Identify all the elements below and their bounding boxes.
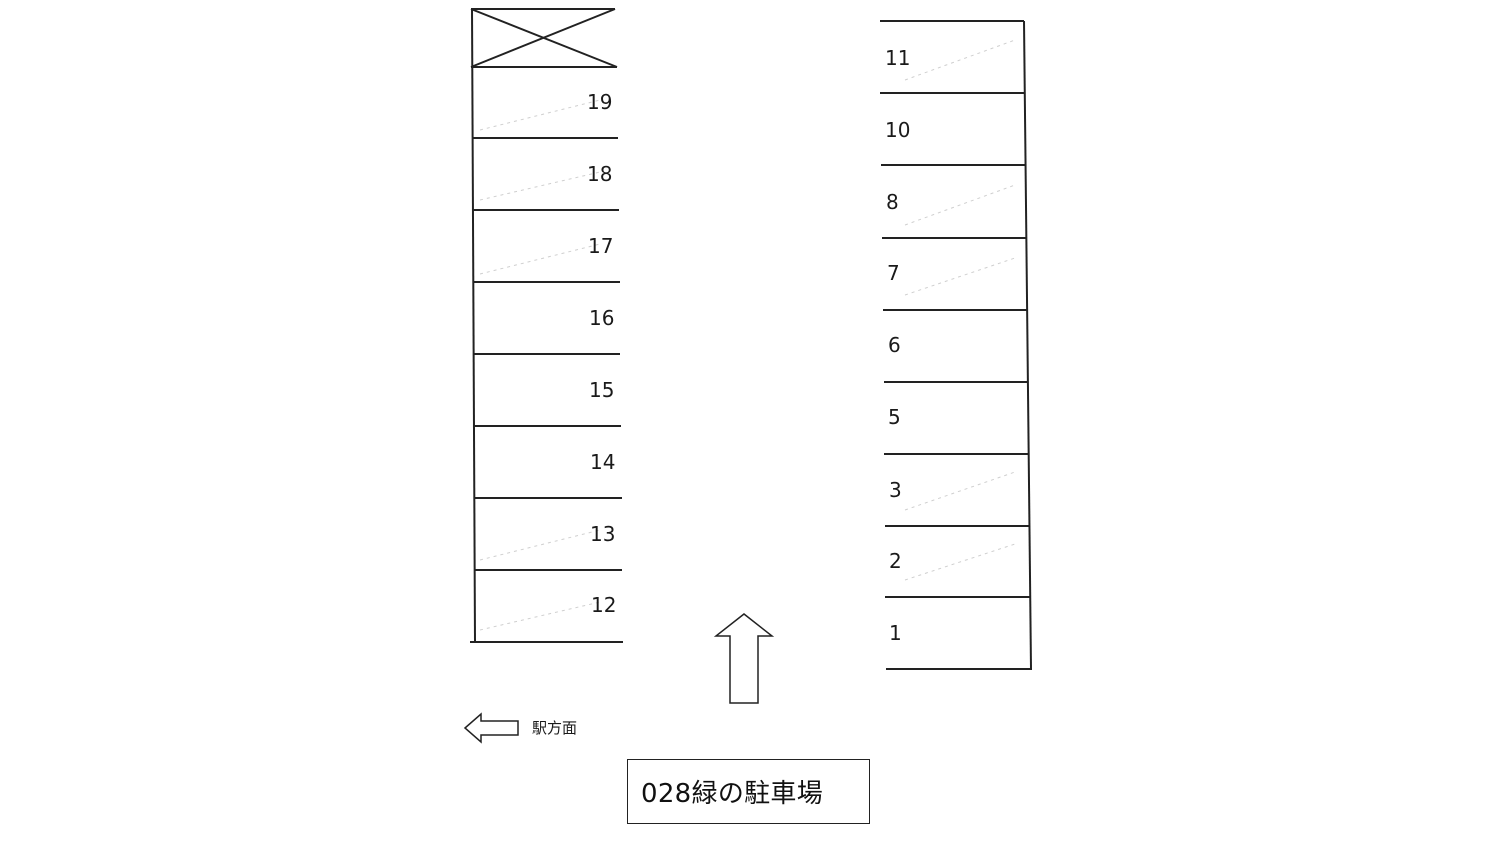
space-number: 18	[587, 162, 612, 186]
left-parking-row	[470, 7, 623, 643]
space-number: 1	[889, 621, 902, 645]
space-number: 19	[587, 90, 612, 114]
space-number: 13	[590, 522, 615, 546]
right-row-back-wall	[1023, 20, 1032, 670]
space-number: 11	[885, 46, 910, 70]
station-direction-arrow-left-icon	[463, 712, 519, 744]
space-number: 10	[885, 118, 910, 142]
right-parking-row	[880, 20, 1032, 670]
parking-lot-title: 028緑の駐車場	[627, 759, 870, 824]
space-number: 8	[886, 190, 899, 214]
space-number: 15	[589, 378, 614, 402]
space-number: 12	[591, 593, 616, 617]
space-number: 2	[889, 549, 902, 573]
scan-marks	[479, 39, 1016, 631]
station-direction-label: 駅方面	[532, 719, 577, 737]
space-number: 14	[590, 450, 615, 474]
left-row-back-wall	[471, 7, 476, 643]
space-number: 6	[888, 333, 901, 357]
left-row-numbers: 19 18 17 16 15 14 13 12	[587, 90, 616, 617]
space-number: 17	[588, 234, 613, 258]
space-number: 16	[589, 306, 614, 330]
right-row-numbers: 11 10 8 7 6 5 3 2 1	[885, 46, 910, 645]
entrance-arrow-up-icon	[713, 613, 775, 704]
blocked-space-cross-icon	[470, 8, 618, 68]
space-number: 7	[887, 261, 900, 285]
space-number: 3	[889, 478, 902, 502]
space-number: 5	[888, 405, 901, 429]
